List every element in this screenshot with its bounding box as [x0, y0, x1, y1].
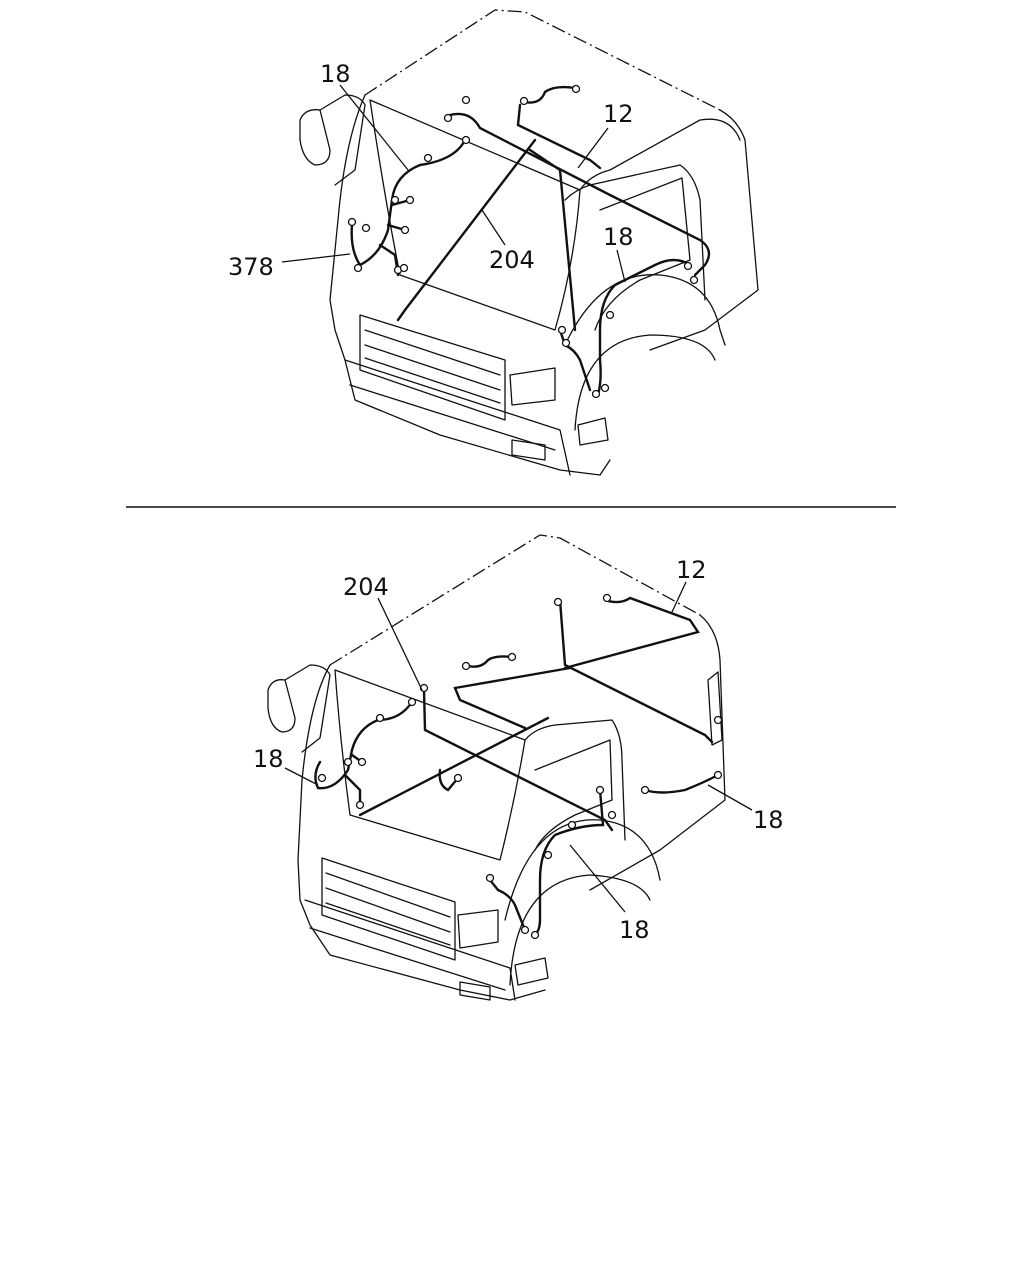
lower-door-window: [534, 739, 613, 851]
lower-harness-12-roof: [563, 596, 700, 670]
lower-callout-18-bottom: 18: [619, 916, 650, 944]
upper-harness-18-right: [596, 258, 692, 397]
lower-rear: [589, 614, 726, 891]
upper-harness-204: [396, 138, 537, 322]
upper-leader-12: [577, 127, 609, 169]
lower-cab-view: 204 12 18 18 18: [253, 534, 784, 1001]
lower-bumper: [304, 899, 516, 1001]
lower-harness-12-loop: [453, 666, 572, 730]
lower-headlamp: [457, 909, 499, 949]
upper-leader-18-left: [339, 84, 409, 171]
upper-grille: [359, 314, 506, 421]
upper-leader-204: [481, 209, 506, 246]
lower-leader-18-right: [707, 784, 753, 811]
lower-mirror: [267, 664, 331, 753]
upper-callout-18-left: 18: [320, 60, 351, 88]
lower-grille: [321, 857, 456, 961]
upper-callout-204: 204: [489, 246, 535, 274]
upper-leader-378: [281, 253, 351, 263]
lower-cab-front: [297, 664, 546, 1001]
upper-mirror: [299, 94, 366, 186]
lower-harness-18-right: [643, 773, 720, 794]
lower-door-frame: [524, 719, 626, 841]
lower-harness-18-left: [314, 700, 414, 790]
lower-step: [509, 874, 651, 986]
upper-bumper: [344, 359, 571, 476]
lower-callout-12: 12: [676, 556, 707, 584]
upper-headlamp: [509, 367, 556, 406]
lower-rear-window: [707, 671, 723, 746]
upper-harness-18-left: [350, 138, 467, 267]
lower-side-lamp: [514, 957, 549, 986]
upper-harness-12-roof: [516, 103, 602, 170]
lower-callout-18-right: 18: [753, 806, 784, 834]
upper-callout-378: 378: [228, 253, 274, 281]
lower-harness-roof-lamp: [463, 655, 514, 668]
lower-harness-18-door: [533, 788, 605, 937]
lower-wheel-arch: [504, 819, 661, 921]
upper-harness-204-b: [528, 148, 577, 332]
upper-cab-front: [329, 94, 611, 476]
lower-callout-18-left: 18: [253, 745, 284, 773]
upper-foglamp: [511, 439, 546, 461]
upper-harness-12: [448, 112, 711, 277]
upper-windshield: [369, 99, 581, 331]
upper-rear-top: [649, 109, 759, 351]
upper-roof-outline: [364, 9, 721, 111]
lower-leader-12: [671, 581, 687, 613]
lower-harness-18-door-b: [488, 878, 527, 932]
upper-wheel-arch: [564, 274, 726, 346]
lower-harness-204-b: [358, 716, 550, 817]
upper-door-frame: [564, 164, 706, 301]
lower-harness-18-dash: [438, 768, 460, 792]
upper-step: [574, 334, 716, 431]
upper-leader-18-right: [616, 249, 626, 283]
upper-callout-18-right: 18: [603, 223, 634, 251]
lower-roof-outline: [329, 534, 701, 666]
lower-callout-204: 204: [343, 573, 389, 601]
upper-callout-12: 12: [603, 100, 634, 128]
upper-side-lamp: [577, 417, 609, 446]
lower-harness-12: [558, 598, 714, 744]
upper-connectors: [347, 84, 699, 399]
lower-windshield: [334, 669, 526, 861]
lower-leader-204: [377, 597, 423, 691]
lower-foglamp: [459, 981, 491, 1001]
lower-leader-18-bottom: [569, 844, 626, 913]
upper-door-window: [594, 177, 691, 331]
upper-harness-roof-lamp: [523, 85, 577, 104]
upper-cab-view: 18 12 204 378 18: [228, 9, 759, 476]
lower-leader-18-left: [284, 767, 319, 786]
lower-harness-204: [422, 688, 614, 832]
upper-roof-edge: [579, 118, 741, 191]
